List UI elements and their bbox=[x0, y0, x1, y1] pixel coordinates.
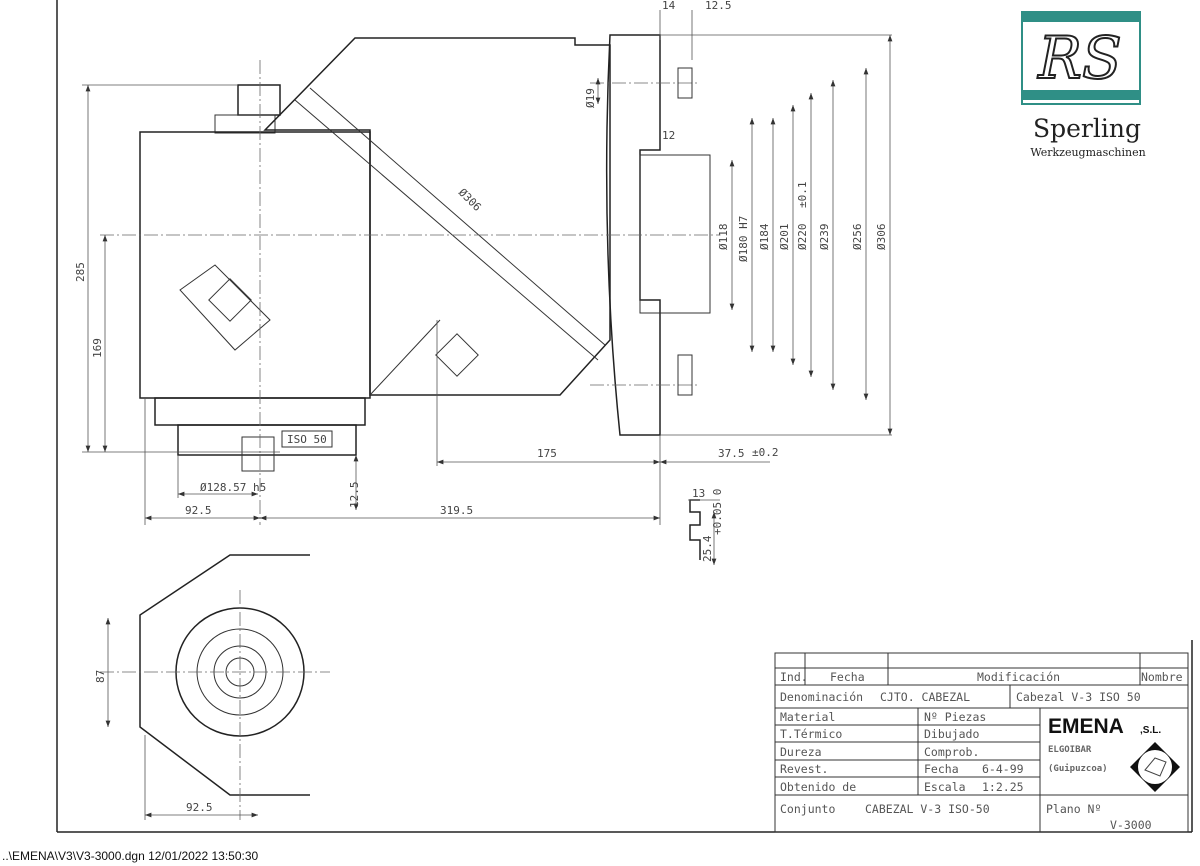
tb-province: (Guipuzcoa) bbox=[1048, 763, 1108, 774]
dim-d306-body: Ø306 bbox=[456, 186, 484, 214]
dim-169: 169 bbox=[91, 338, 104, 358]
dim-25-4: 25.4 bbox=[701, 535, 714, 562]
dim-285: 285 bbox=[74, 262, 87, 282]
tb-denominacion: CJTO. CABEZAL bbox=[880, 690, 970, 704]
dim-d180: Ø180 H7 bbox=[737, 216, 750, 262]
dim-13: 13 bbox=[692, 487, 705, 500]
dim-92-5: 92.5 bbox=[185, 504, 212, 517]
tb-obtenido: Obtenido de bbox=[780, 780, 856, 794]
sperling-logo: RS Sperling Werkzeugmaschinen bbox=[1021, 11, 1146, 159]
tb-conjunto-label: Conjunto bbox=[780, 802, 835, 816]
logo-monogram: RS bbox=[1037, 24, 1121, 92]
file-path-footer: ..\EMENA\V3\V3-3000.dgn 12/01/2022 13:50… bbox=[2, 849, 259, 863]
tb-t-termico: T.Térmico bbox=[780, 727, 842, 741]
tb-fecha: Fecha bbox=[830, 670, 865, 684]
tb-ind: Ind. bbox=[780, 670, 808, 684]
dim-14: 14 bbox=[662, 0, 676, 12]
dim-d220: Ø220 bbox=[796, 224, 809, 251]
logo-name: Sperling bbox=[1033, 114, 1141, 143]
dim-d306: Ø306 bbox=[875, 224, 888, 251]
tb-plano: V-3000 bbox=[1110, 818, 1152, 832]
dim-d239: Ø239 bbox=[818, 224, 831, 251]
tb-company-suffix: ,S.L. bbox=[1140, 725, 1161, 736]
tb-fecha-value: 6-4-99 bbox=[982, 762, 1024, 776]
tb-dureza: Dureza bbox=[780, 745, 822, 759]
tb-dibujado: Dibujado bbox=[924, 727, 979, 741]
tb-nombre: Nombre bbox=[1141, 670, 1183, 684]
dim-25-4-tol: +0.05 0 bbox=[711, 489, 724, 535]
tb-revest: Revest. bbox=[780, 762, 828, 776]
tb-city: ELGOIBAR bbox=[1048, 745, 1092, 755]
emena-logo-icon bbox=[1130, 742, 1180, 792]
tb-material: Material bbox=[780, 710, 835, 724]
diameter-dims: Ø118 Ø180 H7 Ø184 Ø201 Ø220 ±0.1 Ø239 Ø2… bbox=[660, 34, 893, 436]
dim-12-5: 12.5 bbox=[348, 482, 361, 509]
tb-escala-label: Escala bbox=[924, 780, 966, 794]
dim-d201: Ø201 bbox=[778, 224, 791, 251]
tb-modificacion: Modificación bbox=[977, 670, 1060, 684]
tb-fecha-label: Fecha bbox=[924, 762, 959, 776]
dim-92-5-bottom: 92.5 bbox=[186, 801, 213, 814]
dim-12-5-top: 12.5 bbox=[705, 0, 732, 12]
tb-escala-value: 1:2.25 bbox=[982, 780, 1024, 794]
dim-d19: Ø19 bbox=[584, 88, 597, 108]
tb-plano-label: Plano Nº bbox=[1046, 802, 1101, 816]
drawing-frame bbox=[56, 0, 1193, 833]
tb-cabezal: Cabezal V-3 ISO 50 bbox=[1016, 690, 1141, 704]
dim-87: 87 bbox=[94, 670, 107, 683]
dim-d184: Ø184 bbox=[758, 223, 771, 250]
dim-d220-tol: ±0.1 bbox=[796, 182, 809, 209]
dimensions: 14 12.5 Ø19 12 Ø306 Ø118 Ø180 H7 Ø184 Ø2… bbox=[74, 0, 893, 525]
dim-d118: Ø118 bbox=[717, 224, 730, 251]
dim-175: 175 bbox=[537, 447, 557, 460]
logo-subtitle: Werkzeugmaschinen bbox=[1030, 146, 1145, 159]
dim-d128: Ø128.57 h5 bbox=[200, 481, 266, 494]
tb-conjunto: CABEZAL V-3 ISO-50 bbox=[865, 802, 990, 816]
head-side-view bbox=[100, 34, 720, 525]
dim-37-5: 37.5 bbox=[718, 447, 745, 460]
dim-d256: Ø256 bbox=[851, 224, 864, 251]
dim-319-5: 319.5 bbox=[440, 504, 473, 517]
title-block: Ind. Fecha Modificación Nombre Denominac… bbox=[774, 652, 1189, 833]
tb-comprob: Comprob. bbox=[924, 745, 979, 759]
tb-denominacion-label: Denominación bbox=[780, 690, 863, 704]
iso-50-label: ISO 50 bbox=[287, 433, 327, 446]
key-detail: 13 25.4 +0.05 0 bbox=[688, 487, 724, 565]
tb-n-piezas: Nº Piezas bbox=[924, 710, 986, 724]
head-top-view: 87 92.5 bbox=[94, 554, 330, 820]
dim-12: 12 bbox=[662, 129, 675, 142]
dim-37-5-tol: ±0.2 bbox=[752, 446, 779, 459]
tb-company: EMENA bbox=[1048, 715, 1124, 738]
